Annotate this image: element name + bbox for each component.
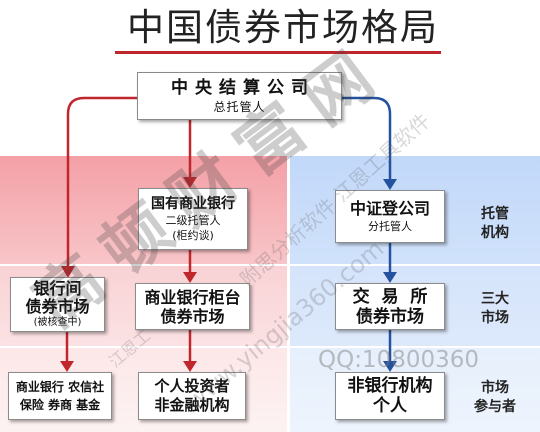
row-label-custody: 托管 机构: [465, 203, 525, 245]
diagram-title: 中国债券市场格局: [127, 6, 439, 49]
node-name-line2: 债券市场: [356, 306, 424, 327]
node-role: 二级托管人: [165, 214, 221, 227]
institutional-participants-node: 商业银行 农信社 保险 券商 基金: [8, 372, 112, 420]
node-name-line1: 银行间: [33, 279, 82, 298]
arrow-line: [66, 96, 137, 268]
row-label-participants: 市场 参与者: [465, 377, 525, 419]
node-line1: 个人投资者: [154, 377, 230, 395]
row-label-line1: 三大: [481, 291, 509, 307]
row-label-line1: 市场: [481, 380, 509, 396]
node-name: 中证登公司: [349, 199, 430, 218]
non-bank-participants-node: 非银行机构 个人: [335, 372, 445, 420]
arrow-head: [183, 177, 197, 188]
node-name: 国有商业银行: [151, 196, 235, 212]
arrow-counter-to-retail: [183, 330, 197, 372]
arrow-state-banks-to-counter: [183, 250, 197, 283]
bank-counter-market-node: 商业银行柜台 债券市场: [135, 283, 250, 330]
arrow-csdc-to-exchange: [383, 243, 397, 283]
node-role: 分托管人: [368, 220, 412, 233]
node-name-line1: 交 易 所: [352, 286, 431, 307]
node-role: 总托管人: [213, 100, 266, 114]
row-label-markets: 三大 市场: [465, 288, 525, 330]
central-clearing-node: 中央结算公司 总托管人: [137, 72, 342, 120]
arrow-head: [183, 272, 197, 283]
arrow-head: [61, 266, 75, 278]
row-label-line2: 机构: [481, 225, 509, 241]
node-line1: 非银行机构: [347, 376, 433, 396]
arrow-head: [383, 179, 397, 190]
node-note: (被核查中): [33, 317, 82, 328]
row-label-line2: 参与者: [474, 399, 516, 415]
arrow-exchange-to-non-bank: [383, 330, 397, 372]
arrow-head: [383, 361, 397, 372]
exchange-market-node: 交 易 所 债券市场: [335, 283, 445, 330]
node-name-line2: 债券市场: [160, 306, 225, 326]
node-line1: 商业银行 农信社: [15, 380, 105, 394]
node-line2: 非金融机构: [154, 396, 230, 414]
interbank-market-node: 银行间 债券市场 (被核查中): [10, 277, 105, 332]
arrow-central-to-interbank: [61, 96, 137, 278]
row-label-line1: 托管: [481, 206, 509, 222]
retail-participants-node: 个人投资者 非金融机构: [138, 372, 246, 420]
node-name-line2: 债券市场: [25, 297, 90, 316]
title-underline: [115, 51, 441, 54]
arrow-head: [183, 361, 197, 372]
node-line2: 个人: [373, 396, 407, 416]
row-label-line2: 市场: [481, 310, 509, 326]
arrow-head: [383, 272, 397, 283]
csdc-node: 中证登公司 分托管人: [335, 190, 445, 243]
arrow-head: [60, 361, 74, 372]
node-name: 中央结算公司: [171, 78, 315, 98]
node-note: (柜约谈): [172, 229, 214, 242]
arrow-line: [342, 96, 392, 180]
arrow-interbank-to-institutions: [60, 332, 74, 372]
node-name-line1: 商业银行柜台: [144, 287, 241, 307]
arrow-central-to-csdc: [342, 96, 397, 190]
state-banks-node: 国有商业银行 二级托管人 (柜约谈): [138, 188, 248, 250]
node-line2: 保险 券商 基金: [19, 398, 101, 412]
arrow-central-to-state-banks: [183, 120, 197, 188]
